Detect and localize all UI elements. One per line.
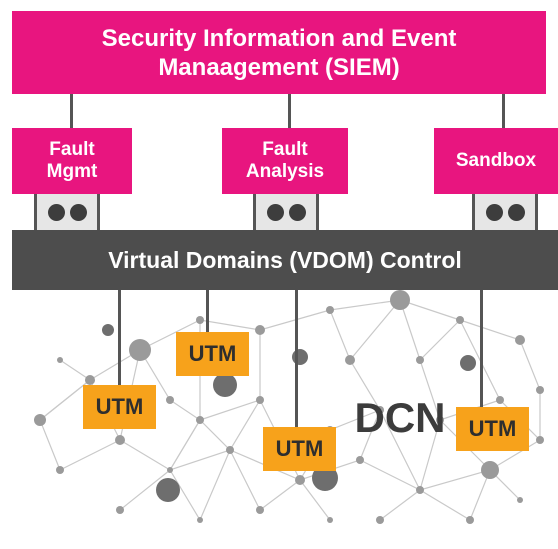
utm-box: UTM [176, 332, 249, 376]
fault-analysis-box: Fault Analysis [222, 128, 348, 194]
port-fault-mgmt [34, 194, 100, 230]
utm-label: UTM [95, 394, 144, 419]
utm-box: UTM [263, 427, 336, 471]
fault-analysis-line2: Analysis [245, 161, 325, 182]
siem-title-line1: Security Information and Event [101, 24, 457, 52]
port-dot-icon [288, 203, 306, 221]
fault-mgmt-line1: Fault [49, 139, 95, 160]
dcn-label: DCN [354, 394, 446, 441]
connector-siem-fault-mgmt [70, 94, 73, 128]
utm-label: UTM [275, 436, 324, 461]
sandbox-box: Sandbox [434, 128, 558, 194]
connector-siem-sandbox [502, 94, 505, 128]
fault-analysis-line1: Fault [262, 139, 308, 160]
sandbox-label: Sandbox [455, 150, 537, 171]
connector-vdom-utm-1 [118, 290, 121, 385]
port-dot-icon [69, 203, 87, 221]
port-sandbox [472, 194, 538, 230]
port-dot-icon [47, 203, 65, 221]
utm-label: UTM [468, 416, 517, 441]
siem-box: Security Information and Event Manaageme… [12, 11, 546, 94]
connector-vdom-utm-4 [480, 290, 483, 407]
port-dot-icon [485, 203, 503, 221]
fault-mgmt-box: Fault Mgmt [12, 128, 132, 194]
connector-vdom-utm-3 [295, 290, 298, 427]
connector-siem-fault-analysis [288, 94, 291, 128]
port-dot-icon [507, 203, 525, 221]
port-fault-analysis [253, 194, 319, 230]
utm-label: UTM [188, 341, 237, 366]
vdom-label: Virtual Domains (VDOM) Control [108, 246, 462, 273]
siem-title-line2: Manaagement (SIEM) [158, 53, 400, 81]
fault-mgmt-line2: Mgmt [46, 161, 98, 182]
utm-box: UTM [83, 385, 156, 429]
port-dot-icon [266, 203, 284, 221]
connector-vdom-utm-2 [206, 290, 209, 332]
vdom-control-bar: Virtual Domains (VDOM) Control [12, 230, 558, 290]
utm-box: UTM [456, 407, 529, 451]
